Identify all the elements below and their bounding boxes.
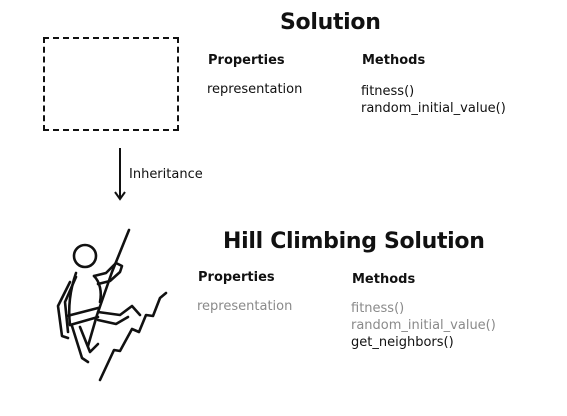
- solution-methods-heading: Methods: [362, 53, 426, 68]
- hill-climbing-method-item: get_neighbors(): [351, 335, 454, 350]
- solution-method-item: fitness(): [361, 84, 415, 99]
- hill-climbing-properties-heading: Properties: [198, 270, 275, 285]
- inheritance-arrow: [114, 148, 126, 201]
- hill-climbing-property-item: representation: [197, 299, 293, 314]
- inheritance-label: Inheritance: [129, 167, 203, 182]
- solution-properties-list: representation: [207, 81, 302, 98]
- hill-climbing-method-item: random_initial_value(): [351, 318, 496, 333]
- solution-title: Solution: [280, 10, 381, 35]
- hill-climbing-methods-heading: Methods: [352, 272, 416, 287]
- solution-method-item: random_initial_value(): [361, 101, 506, 116]
- hill-climbing-methods-list: fitness() random_initial_value() get_nei…: [351, 300, 496, 351]
- solution-properties-heading: Properties: [208, 53, 285, 68]
- solution-methods-list: fitness() random_initial_value(): [361, 83, 506, 117]
- placeholder-box: [43, 37, 179, 131]
- hill-climbing-method-item: fitness(): [351, 301, 405, 316]
- rock-climber-icon: [56, 228, 168, 382]
- solution-property-item: representation: [207, 82, 303, 97]
- hill-climbing-properties-list: representation: [197, 298, 292, 315]
- hill-climbing-title: Hill Climbing Solution: [223, 229, 485, 254]
